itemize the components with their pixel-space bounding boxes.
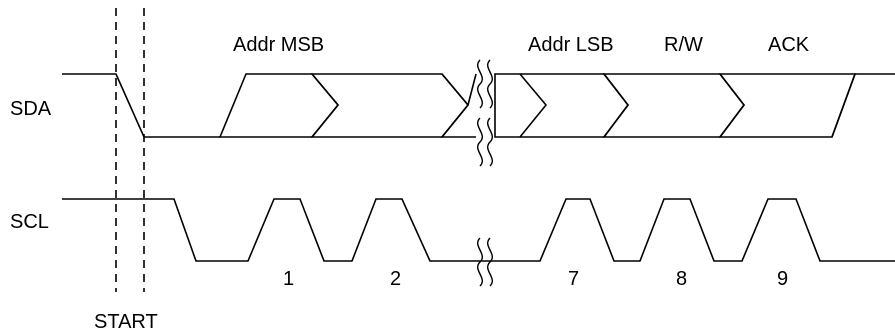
sda-bit-2 [310, 73, 470, 138]
scl-waveform-after-break [495, 198, 895, 262]
addr-msb-label: Addr MSB [233, 34, 324, 56]
sda-waveform [62, 73, 895, 138]
clock-pulse-label: 7 [568, 268, 579, 290]
sda-xing-lsb-rw [603, 73, 630, 138]
sda-bit-ack [718, 73, 857, 138]
sda-break-bottom-marker [477, 117, 493, 167]
start-label: START [94, 311, 158, 332]
clock-pulse-label: 9 [777, 268, 788, 290]
scl-break-marker [477, 237, 493, 287]
sda-end [831, 73, 895, 138]
sda-pre-break-top [467, 73, 477, 106]
sda-start-fall [62, 73, 220, 138]
clock-pulse-label: 2 [390, 268, 401, 290]
sda-bit-rw [602, 73, 746, 138]
addr-lsb-label: Addr LSB [528, 34, 614, 56]
ack-label: ACK [768, 34, 810, 56]
sda-break-top-marker [477, 59, 493, 109]
scl-label: SCL [10, 211, 49, 233]
clock-pulse-label: 8 [676, 268, 687, 290]
sda-pre-break [440, 73, 476, 138]
clock-pulse-label: 1 [283, 268, 294, 290]
rw-label: R/W [664, 34, 703, 56]
scl-waveform [62, 198, 476, 262]
sda-label: SDA [10, 98, 52, 120]
sda-bit-lsb [494, 73, 548, 138]
